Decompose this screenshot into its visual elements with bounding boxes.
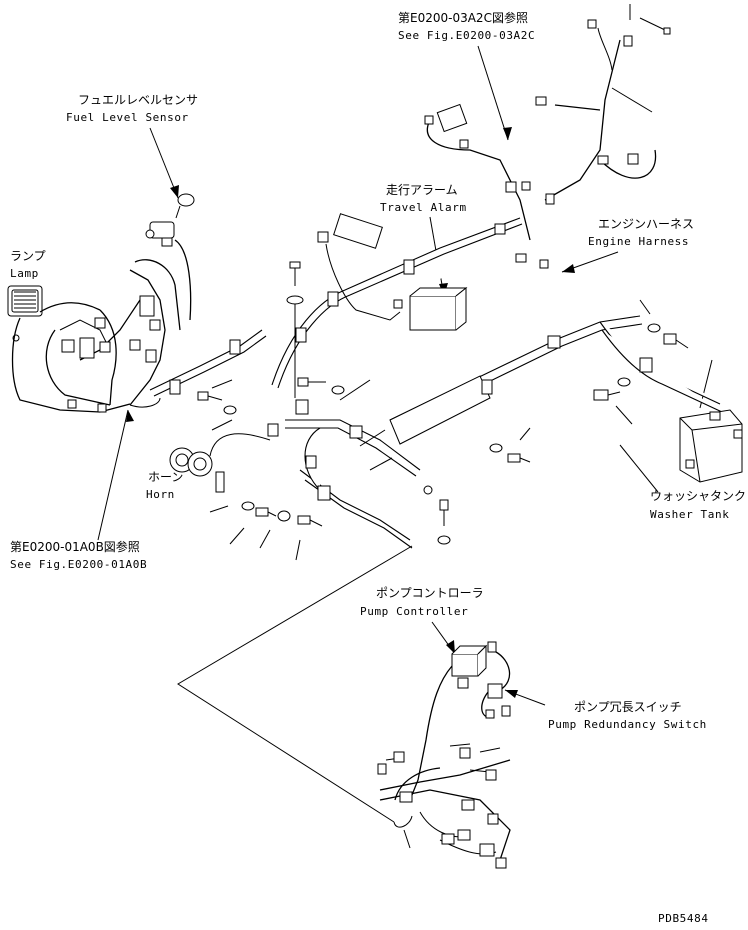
- bolt: [286, 261, 304, 398]
- floor-frame: [197, 261, 531, 561]
- svg-text:Pump Controller: Pump Controller: [360, 605, 468, 618]
- left-harness: [7, 193, 267, 413]
- label-fuel-level-sensor: フュエルレベルセンサ Fuel Level Sensor: [66, 93, 198, 124]
- svg-text:ポンプコントローラ: ポンプコントローラ: [376, 586, 484, 600]
- drawing-number: PDB5484: [658, 912, 709, 925]
- svg-text:Lamp: Lamp: [10, 267, 39, 280]
- svg-text:第E0200-01A0B図参照: 第E0200-01A0B図参照: [10, 539, 140, 554]
- bolt: [489, 443, 531, 463]
- horn: [169, 433, 271, 493]
- svg-text:フュエルレベルセンサ: フュエルレベルセンサ: [78, 93, 198, 107]
- bolt: [297, 377, 326, 387]
- bolt: [437, 499, 451, 545]
- svg-text:Horn: Horn: [146, 488, 175, 501]
- svg-text:See Fig.E0200-01A0B: See Fig.E0200-01A0B: [10, 558, 147, 571]
- svg-text:ウォッシャタンク: ウォッシャタンク: [650, 489, 746, 503]
- svg-text:ポンプ冗長スイッチ: ポンプ冗長スイッチ: [574, 700, 682, 714]
- travel-alarm: [393, 286, 468, 331]
- label-engine-harness: エンジンハーネス Engine Harness: [588, 217, 694, 248]
- pump-controller-harness: [377, 641, 511, 869]
- svg-text:ホーン: ホーン: [148, 470, 183, 484]
- svg-text:走行アラーム: 走行アラーム: [386, 183, 458, 197]
- right-frame: [389, 299, 743, 483]
- svg-text:See Fig.E0200-03A2C: See Fig.E0200-03A2C: [398, 29, 535, 42]
- label-ref-03a2c: 第E0200-03A2C図参照 See Fig.E0200-03A2C: [398, 10, 535, 42]
- label-pump-controller: ポンプコントローラ Pump Controller: [360, 586, 484, 618]
- leader-lines: [97, 45, 713, 706]
- label-ref-01a0b: 第E0200-01A0B図参照 See Fig.E0200-01A0B: [10, 539, 147, 571]
- label-horn: ホーン Horn: [146, 470, 183, 501]
- detail-outline: [177, 545, 413, 828]
- label-washer-tank: ウォッシャタンク Washer Tank: [650, 489, 746, 521]
- svg-text:Washer Tank: Washer Tank: [650, 508, 729, 521]
- leader-arrowheads: [126, 127, 575, 698]
- label-pump-redundancy-switch: ポンプ冗長スイッチ Pump Redundancy Switch: [548, 700, 707, 731]
- svg-text:Fuel Level Sensor: Fuel Level Sensor: [66, 111, 189, 124]
- svg-text:第E0200-03A2C図参照: 第E0200-03A2C図参照: [398, 10, 528, 25]
- label-travel-alarm: 走行アラーム Travel Alarm: [380, 183, 467, 214]
- svg-text:Pump Redundancy Switch: Pump Redundancy Switch: [548, 718, 707, 731]
- bolt: [197, 391, 237, 415]
- bolt: [331, 385, 345, 395]
- bolt: [241, 501, 277, 517]
- bolt: [423, 485, 433, 495]
- svg-text:ランプ: ランプ: [10, 249, 46, 263]
- svg-text:Engine Harness: Engine Harness: [588, 235, 689, 248]
- svg-text:エンジンハーネス: エンジンハーネス: [598, 217, 694, 231]
- svg-text:Travel Alarm: Travel Alarm: [380, 201, 467, 214]
- label-lamp: ランプ Lamp: [10, 249, 46, 280]
- bolt: [277, 510, 323, 527]
